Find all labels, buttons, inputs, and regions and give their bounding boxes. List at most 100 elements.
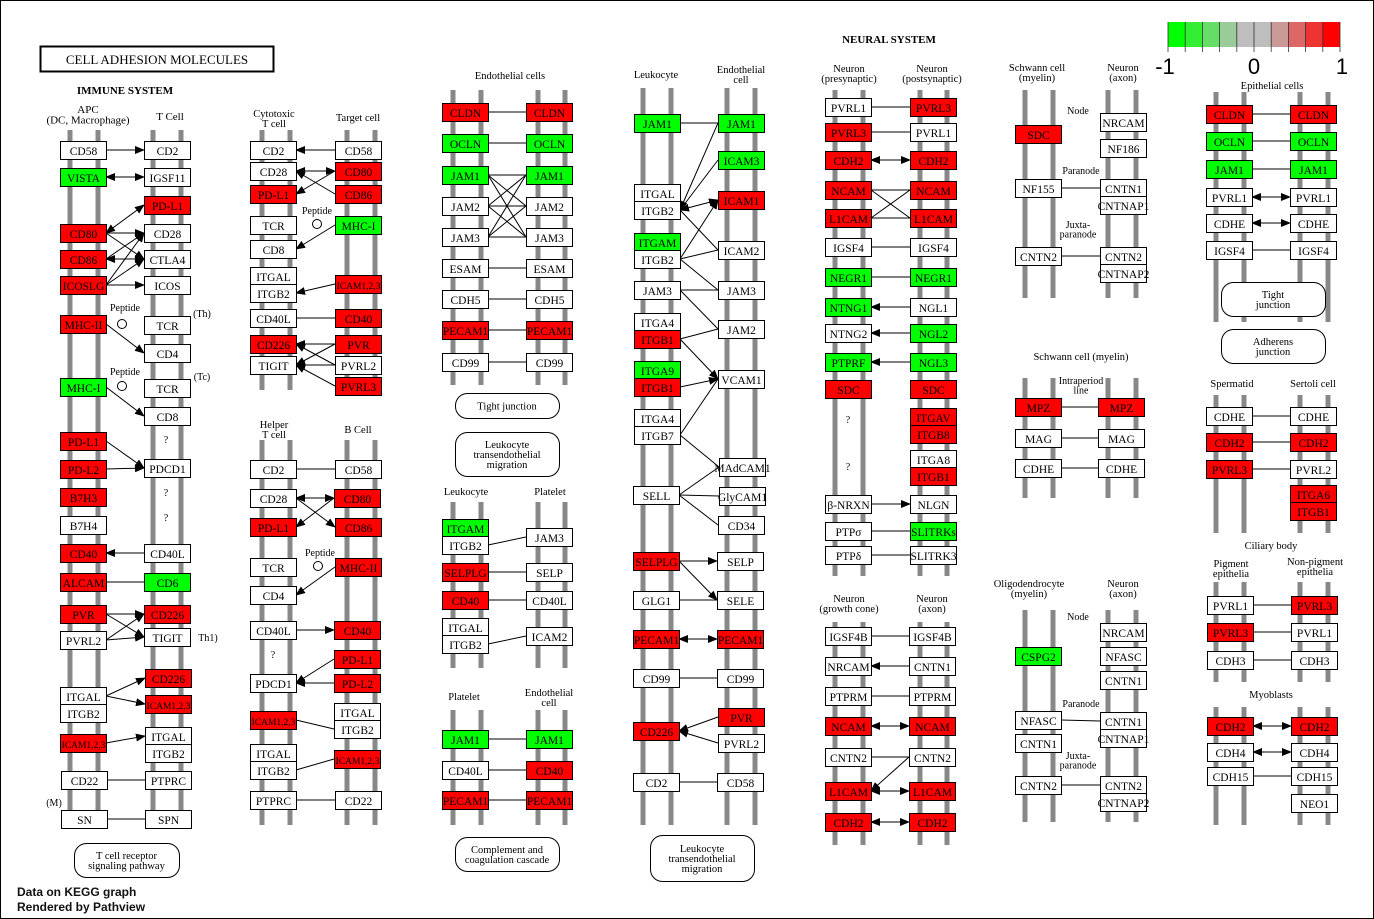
gene-box[interactable] <box>145 810 192 829</box>
gene-node-igsf4[interactable]: IGSF4 <box>1206 241 1253 260</box>
gene-node-itgb2[interactable]: ITGB2 <box>442 536 489 555</box>
gene-node-ptprc[interactable]: PTPRC <box>145 771 192 790</box>
gene-node-cdh5[interactable]: CDH5 <box>442 290 489 309</box>
gene-node-jam1[interactable]: JAM1 <box>442 166 489 185</box>
gene-box[interactable] <box>526 166 573 185</box>
gene-box[interactable] <box>335 460 382 479</box>
gene-node-icam1[interactable]: ICAM1 <box>718 191 765 210</box>
gene-node-cd2[interactable]: CD2 <box>250 141 297 160</box>
gene-node-icam2[interactable]: ICAM2 <box>526 627 573 646</box>
gene-node-ptprf[interactable]: PTPRF <box>825 353 872 372</box>
gene-box[interactable] <box>526 353 573 372</box>
gene-box[interactable] <box>634 114 681 133</box>
gene-box[interactable] <box>145 744 192 763</box>
gene-node-ptprm[interactable]: PTPRM <box>909 687 956 706</box>
gene-node-itga6[interactable]: ITGA6 <box>1290 485 1337 504</box>
gene-box[interactable] <box>250 489 297 508</box>
gene-box[interactable] <box>718 734 765 753</box>
gene-box[interactable] <box>1100 623 1147 642</box>
gene-box[interactable] <box>633 773 680 792</box>
gene-node-jam1[interactable]: JAM1 <box>526 166 573 185</box>
gene-node-pvrl3[interactable]: PVRL3 <box>910 98 957 117</box>
gene-node-icam3[interactable]: ICAM3 <box>718 151 765 170</box>
gene-box[interactable] <box>335 309 382 328</box>
gene-box[interactable] <box>633 552 680 571</box>
gene-box[interactable] <box>335 377 382 396</box>
gene-box[interactable] <box>334 720 381 739</box>
gene-node-cd40l[interactable]: CD40L <box>250 309 297 328</box>
pathway-link-box[interactable] <box>455 837 560 872</box>
gene-node-mag[interactable]: MAG <box>1015 429 1062 448</box>
gene-node-pecam1[interactable]: PECAM1 <box>526 321 573 340</box>
gene-node-sdc[interactable]: SDC <box>825 380 872 399</box>
gene-box[interactable] <box>250 284 297 303</box>
gene-box[interactable] <box>144 379 191 398</box>
gene-box[interactable] <box>526 563 573 582</box>
gene-box[interactable] <box>825 380 872 399</box>
gene-box[interactable] <box>442 353 489 372</box>
gene-node-pvr[interactable]: PVR <box>60 605 107 624</box>
gene-box[interactable] <box>144 628 191 647</box>
gene-node-cdhe[interactable]: CDHE <box>1290 407 1337 426</box>
gene-box[interactable] <box>1100 729 1147 748</box>
gene-node-vcam1[interactable]: VCAM1 <box>718 370 765 389</box>
gene-box[interactable] <box>60 460 107 479</box>
gene-box[interactable] <box>1290 132 1337 151</box>
gene-box[interactable] <box>60 432 107 451</box>
gene-box[interactable] <box>825 813 872 832</box>
gene-box[interactable] <box>442 536 489 555</box>
gene-box[interactable] <box>1207 623 1254 642</box>
gene-box[interactable] <box>1015 179 1062 198</box>
pathway-link-box[interactable] <box>74 843 180 878</box>
gene-box[interactable] <box>442 103 489 122</box>
gene-node-cd40[interactable]: CD40 <box>60 544 107 563</box>
gene-node-jam1[interactable]: JAM1 <box>526 730 573 749</box>
gene-box[interactable] <box>825 717 872 736</box>
gene-node-itgb2[interactable]: ITGB2 <box>334 720 381 739</box>
gene-box[interactable] <box>1207 743 1254 762</box>
gene-node-cd40l[interactable]: CD40L <box>250 621 297 640</box>
gene-box[interactable] <box>910 324 957 343</box>
gene-node-nrcam[interactable]: NRCAM <box>825 657 872 676</box>
gene-node-sdc[interactable]: SDC <box>1015 125 1062 144</box>
gene-box[interactable] <box>335 356 382 375</box>
gene-node-cntn2[interactable]: CNTN2 <box>1100 247 1147 266</box>
gene-node-igsf4[interactable]: IGSF4 <box>1290 241 1337 260</box>
gene-node-ocln[interactable]: OCLN <box>526 134 573 153</box>
gene-node-cdh3[interactable]: CDH3 <box>1207 651 1254 670</box>
gene-box[interactable] <box>335 162 382 181</box>
gene-box[interactable] <box>910 353 957 372</box>
pathway-link-box[interactable] <box>1221 329 1326 364</box>
gene-box[interactable] <box>1206 460 1253 479</box>
gene-box[interactable] <box>1206 433 1253 452</box>
gene-node-pvrl1[interactable]: PVRL1 <box>1290 188 1337 207</box>
gene-node-itga4[interactable]: ITGA4 <box>634 409 681 428</box>
gene-node-cd40[interactable]: CD40 <box>335 309 382 328</box>
gene-box[interactable] <box>442 591 489 610</box>
gene-node-pvrl1[interactable]: PVRL1 <box>1206 188 1253 207</box>
gene-box[interactable] <box>1206 160 1253 179</box>
gene-node-pvrl1[interactable]: PVRL1 <box>910 123 957 142</box>
gene-node-pvrl2[interactable]: PVRL2 <box>718 734 765 753</box>
gene-box[interactable] <box>1290 241 1337 260</box>
gene-node-itgb1[interactable]: ITGB1 <box>634 330 681 349</box>
gene-box[interactable] <box>60 276 107 295</box>
gene-node-pvrl3[interactable]: PVRL3 <box>1206 460 1253 479</box>
gene-node-sn[interactable]: SN <box>61 810 108 829</box>
gene-box[interactable] <box>1098 398 1145 417</box>
gene-node-jam1[interactable]: JAM1 <box>634 114 681 133</box>
gene-node-neo1[interactable]: NEO1 <box>1291 794 1338 813</box>
gene-box[interactable] <box>1015 247 1062 266</box>
gene-node-tcr[interactable]: TCR <box>144 316 191 335</box>
gene-box[interactable] <box>335 185 382 204</box>
gene-node-pvrl3[interactable]: PVRL3 <box>335 377 382 396</box>
gene-node-tcr[interactable]: TCR <box>144 379 191 398</box>
gene-node-tcr[interactable]: TCR <box>250 558 297 577</box>
gene-box[interactable] <box>1207 596 1254 615</box>
gene-node-pdcd1[interactable]: PDCD1 <box>250 674 297 693</box>
gene-node-cntn2[interactable]: CNTN2 <box>1100 776 1147 795</box>
gene-node-slitrk3[interactable]: SLITRK3 <box>910 546 957 565</box>
gene-box[interactable] <box>334 750 381 769</box>
